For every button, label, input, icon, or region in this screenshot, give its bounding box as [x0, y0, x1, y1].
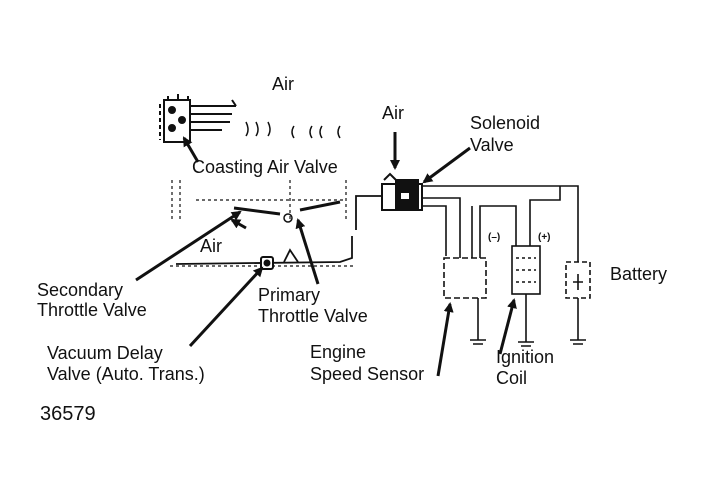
arrow-secondary-throttle [135, 210, 242, 282]
air-label-top: Air [272, 74, 294, 94]
engine-speed-sensor-body [443, 257, 487, 345]
air-flow-marks [245, 121, 341, 139]
coasting-air-valve-label: Coasting Air Valve [192, 157, 338, 177]
secondary-throttle-label-line2: Throttle Valve [37, 300, 147, 320]
arrow-solenoid-valve [422, 146, 471, 184]
air-label-throttle: Air [200, 236, 222, 256]
ignition-coil-label-line2: Coil [496, 368, 528, 388]
arrow-engine-speed [436, 302, 454, 377]
primary-throttle-label-line1: Primary [258, 285, 320, 305]
solenoid-valve-body [381, 172, 423, 211]
solenoid-valve-label-line2: Valve [470, 135, 514, 155]
intake-body [170, 180, 354, 267]
arrow-primary-throttle [295, 218, 320, 285]
leader-arrows [135, 132, 517, 377]
vacuum-hose [175, 195, 382, 265]
coil-negative-terminal: (–) [488, 232, 501, 243]
ignition-coil-label-line1: Ignition [496, 347, 555, 367]
engine-speed-sensor-label-line2: Speed Sensor [310, 364, 425, 384]
coasting-air-valve-body [159, 94, 237, 143]
vacuum-delay-label-line2: Valve (Auto. Trans.) [47, 364, 205, 384]
arrow-vacuum-delay [188, 266, 264, 348]
wiring [422, 185, 579, 262]
ignition-coil-body [511, 245, 541, 347]
vacuum-delay-label-line1: Vacuum Delay [47, 343, 163, 363]
vacuum-delay-valve [260, 256, 274, 270]
primary-throttle-label-line2: Throttle Valve [258, 306, 368, 326]
arrow-coasting-air-valve [182, 136, 200, 163]
battery-body [565, 261, 591, 345]
coil-positive-terminal: (+) [538, 232, 551, 243]
engine-speed-sensor-label-line1: Engine [310, 342, 367, 362]
battery-label: Battery [610, 264, 668, 284]
air-label-solenoid: Air [382, 103, 404, 123]
arrow-ignition-coil [498, 298, 517, 355]
secondary-throttle-label-line1: Secondary [37, 280, 124, 300]
throttle-plates [233, 200, 341, 223]
solenoid-valve-label-line1: Solenoid [470, 113, 541, 133]
arrow-air-throttle [230, 218, 247, 230]
figure-number: 36579 [40, 403, 96, 425]
